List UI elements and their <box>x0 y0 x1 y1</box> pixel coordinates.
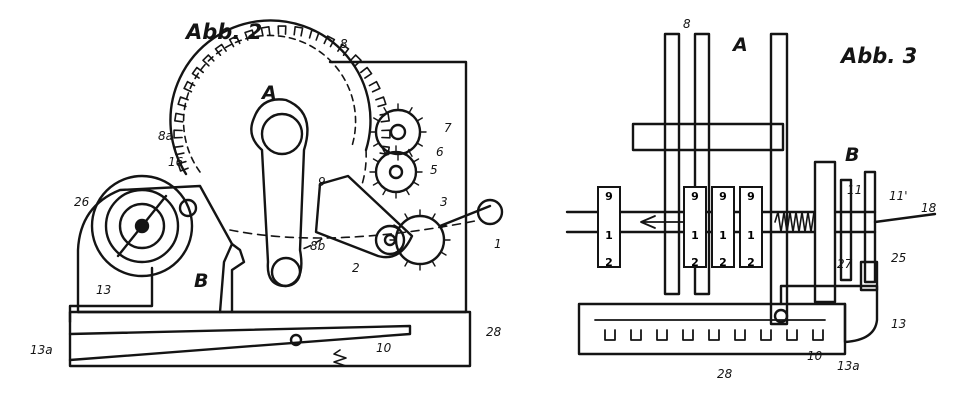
digit-mid: 1 <box>719 229 727 242</box>
frame-plate <box>218 60 468 314</box>
slotted-bar-28 <box>577 302 847 356</box>
small-gears <box>369 103 451 271</box>
digit-mid: 1 <box>605 229 613 242</box>
plate-a-1 <box>663 32 681 296</box>
label-28: 28 <box>717 367 733 381</box>
lever-10 <box>68 324 412 362</box>
label-13: 13 <box>891 317 907 331</box>
label-b: B <box>845 144 860 166</box>
label-8a: 8a <box>158 129 173 143</box>
digit-bottom: 2 <box>691 256 699 269</box>
label-25: 25 <box>891 251 907 265</box>
label-9: 9 <box>318 175 326 189</box>
label-8: 8 <box>683 17 691 31</box>
figure-abb-3: 9 1 2 9 1 2 9 1 2 9 1 2 Abb. 3 A B 8 11 … <box>545 0 960 411</box>
label-8: 8 <box>340 37 348 51</box>
spring <box>333 349 347 367</box>
label-10: 10 <box>807 349 823 363</box>
arm-1 <box>438 204 492 228</box>
spring-11 <box>774 211 818 233</box>
lever-9 <box>314 174 414 259</box>
figure-abb-2: Abb. 2 A B 8 8a 8b 7 6 5 3 9 2 1 16 26 1… <box>30 19 504 368</box>
wheel-b <box>813 160 837 304</box>
label-6: 6 <box>436 145 444 159</box>
digit-top: 9 <box>605 190 613 203</box>
label-11: 11 <box>847 183 863 197</box>
label-a: A <box>262 82 277 104</box>
frame-wall <box>769 32 789 326</box>
digit-mid: 1 <box>747 229 755 242</box>
label-27: 27 <box>837 257 853 271</box>
plate-a-2 <box>693 32 711 296</box>
digit-bottom: 2 <box>605 256 613 269</box>
digit-mid: 1 <box>691 229 699 242</box>
label-13: 13 <box>96 283 112 297</box>
label-5: 5 <box>430 163 438 177</box>
label-8b: 8b <box>310 239 326 253</box>
label-28: 28 <box>486 325 502 339</box>
label-b: B <box>194 270 209 292</box>
figure-title: Abb. 2 <box>186 20 263 44</box>
label-26: 26 <box>74 195 90 209</box>
label-1: 1 <box>494 237 502 251</box>
digit-wheel: 9 1 2 <box>711 186 735 269</box>
housing-b <box>76 184 234 314</box>
digit-top: 9 <box>691 190 699 203</box>
slots-10 <box>594 319 826 341</box>
label-7: 7 <box>444 121 452 135</box>
fig2-drawing <box>68 19 504 368</box>
figure-title: Abb. 3 <box>841 44 918 68</box>
crank-arm <box>250 98 309 288</box>
label-11-prime: 11' <box>889 189 908 203</box>
label-10: 10 <box>376 341 392 355</box>
label-2: 2 <box>352 261 360 275</box>
digit-bottom: 2 <box>747 256 755 269</box>
label-3: 3 <box>440 195 448 209</box>
digit-top: 9 <box>719 190 727 203</box>
block-25 <box>859 260 879 292</box>
digit-top: 9 <box>747 190 755 203</box>
digit-wheel: 9 1 2 <box>683 186 707 269</box>
label-18: 18 <box>921 201 937 215</box>
digit-wheel: 9 1 2 <box>597 186 621 269</box>
digit-bottom: 2 <box>719 256 727 269</box>
pivot-2 <box>374 224 406 256</box>
roller-1 <box>476 198 504 226</box>
label-13a: 13a <box>30 343 53 357</box>
label-16: 16 <box>168 155 184 169</box>
digit-wheel: 9 1 2 <box>739 186 763 269</box>
label-a: A <box>733 34 748 56</box>
base-28 <box>68 310 472 368</box>
indicator-wheel-26 <box>90 174 198 278</box>
large-gear-a <box>169 19 391 251</box>
bracket-13 <box>779 284 879 344</box>
label-13a: 13a <box>837 359 860 373</box>
